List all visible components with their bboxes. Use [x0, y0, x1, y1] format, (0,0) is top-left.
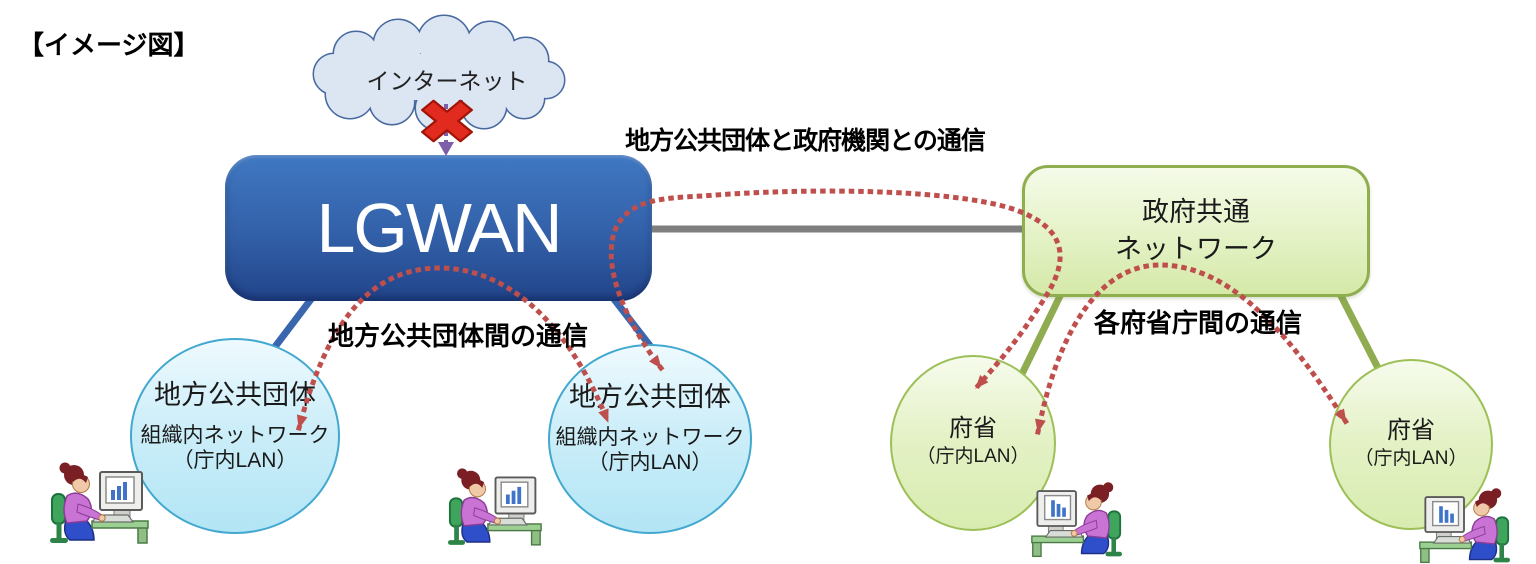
ministry-subtitle: （庁内LAN）	[916, 446, 1030, 467]
local-gov-subtitle-2: （庁内LAN）	[587, 451, 713, 474]
local-gov-title: 地方公共団体	[154, 380, 316, 410]
local-gov-node-2: 地方公共団体 組織内ネットワーク （庁内LAN）	[548, 344, 752, 534]
gov-network-label-line1: 政府共通	[1142, 197, 1250, 227]
ministry-subtitle: （庁内LAN）	[1354, 448, 1468, 469]
ministry-node-2: 府省 （庁内LAN）	[1329, 359, 1493, 530]
link-govnetwork-ministry-1	[1016, 292, 1065, 380]
label-lgwan-gov-link: 地方公共団体と政府機関との通信	[625, 127, 986, 155]
lgwan-node: LGWAN	[225, 155, 652, 301]
local-gov-subtitle-1: 組織内ネットワーク	[555, 426, 745, 449]
ministry-title: 府省	[949, 415, 997, 442]
internet-cloud-label: インターネット	[366, 68, 528, 94]
label-between-ministries: 各府省庁間の通信	[1093, 308, 1303, 338]
local-gov-subtitle-1: 組織内ネットワーク	[140, 424, 330, 447]
local-gov-node-1: 地方公共団体 組織内ネットワーク （庁内LAN）	[130, 338, 340, 534]
local-gov-title: 地方公共団体	[569, 382, 731, 412]
ministry-node-1: 府省 （庁内LAN）	[890, 355, 1056, 531]
local-gov-subtitle-2: （庁内LAN）	[172, 449, 298, 472]
lgwan-label: LGWAN	[316, 189, 562, 267]
gov-network-label-line2: ネットワーク	[1115, 234, 1277, 264]
diagram-title: 【イメージ図】	[18, 30, 200, 60]
label-between-local-gov: 地方公共団体間の通信	[327, 321, 589, 351]
gov-network-node: 政府共通 ネットワーク	[1022, 165, 1370, 297]
ministry-title: 府省	[1387, 417, 1435, 444]
link-govnetwork-ministry-2	[1336, 292, 1382, 370]
